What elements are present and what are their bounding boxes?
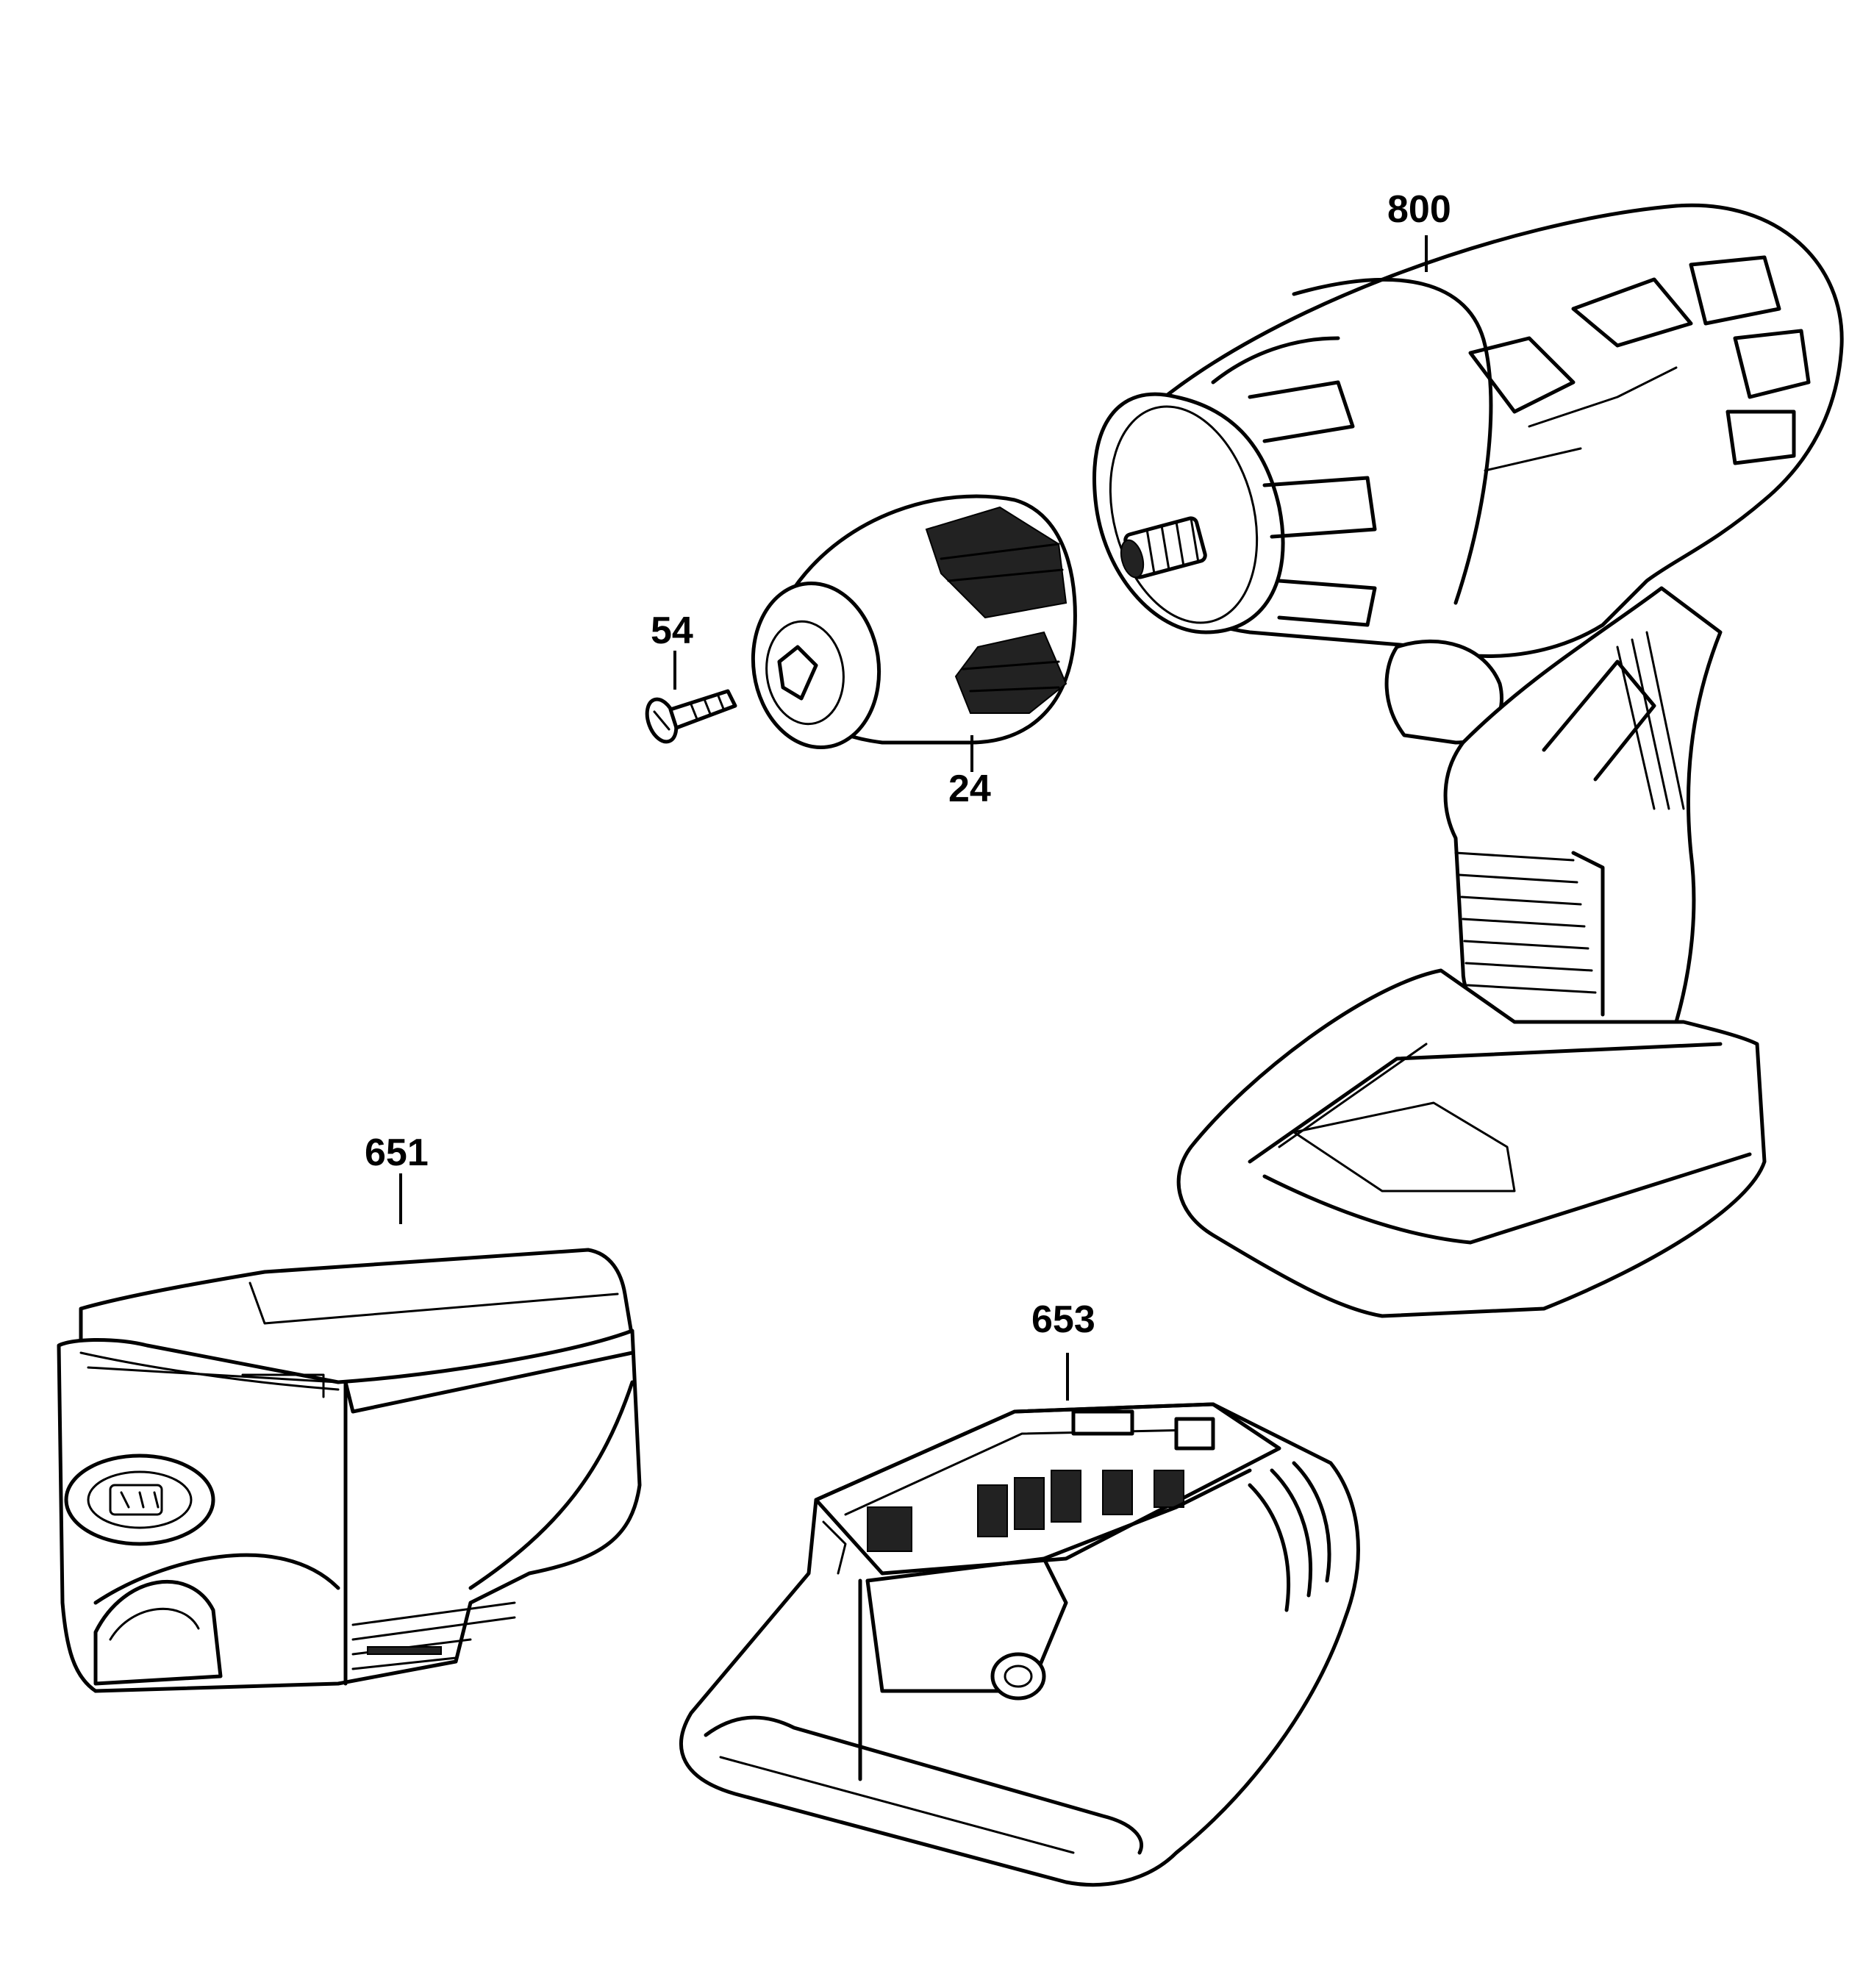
- chuck-24: [751, 494, 1077, 750]
- part-label-800: 800: [1387, 188, 1451, 231]
- screw-54: [645, 689, 737, 744]
- battery-vents: [351, 1601, 516, 1670]
- spindle-thread: [1120, 516, 1207, 579]
- drill-body-800: [1092, 203, 1844, 1318]
- part-label-653: 653: [1031, 1298, 1095, 1341]
- part-label-651: 651: [365, 1131, 429, 1174]
- part-label-54: 54: [651, 609, 693, 652]
- handle-grip-texture: [1454, 631, 1685, 1017]
- charger-contacts: [867, 1409, 1215, 1552]
- charger-653: [679, 1402, 1360, 1887]
- battery-pack-651: [57, 1248, 642, 1693]
- part-label-24: 24: [948, 768, 991, 810]
